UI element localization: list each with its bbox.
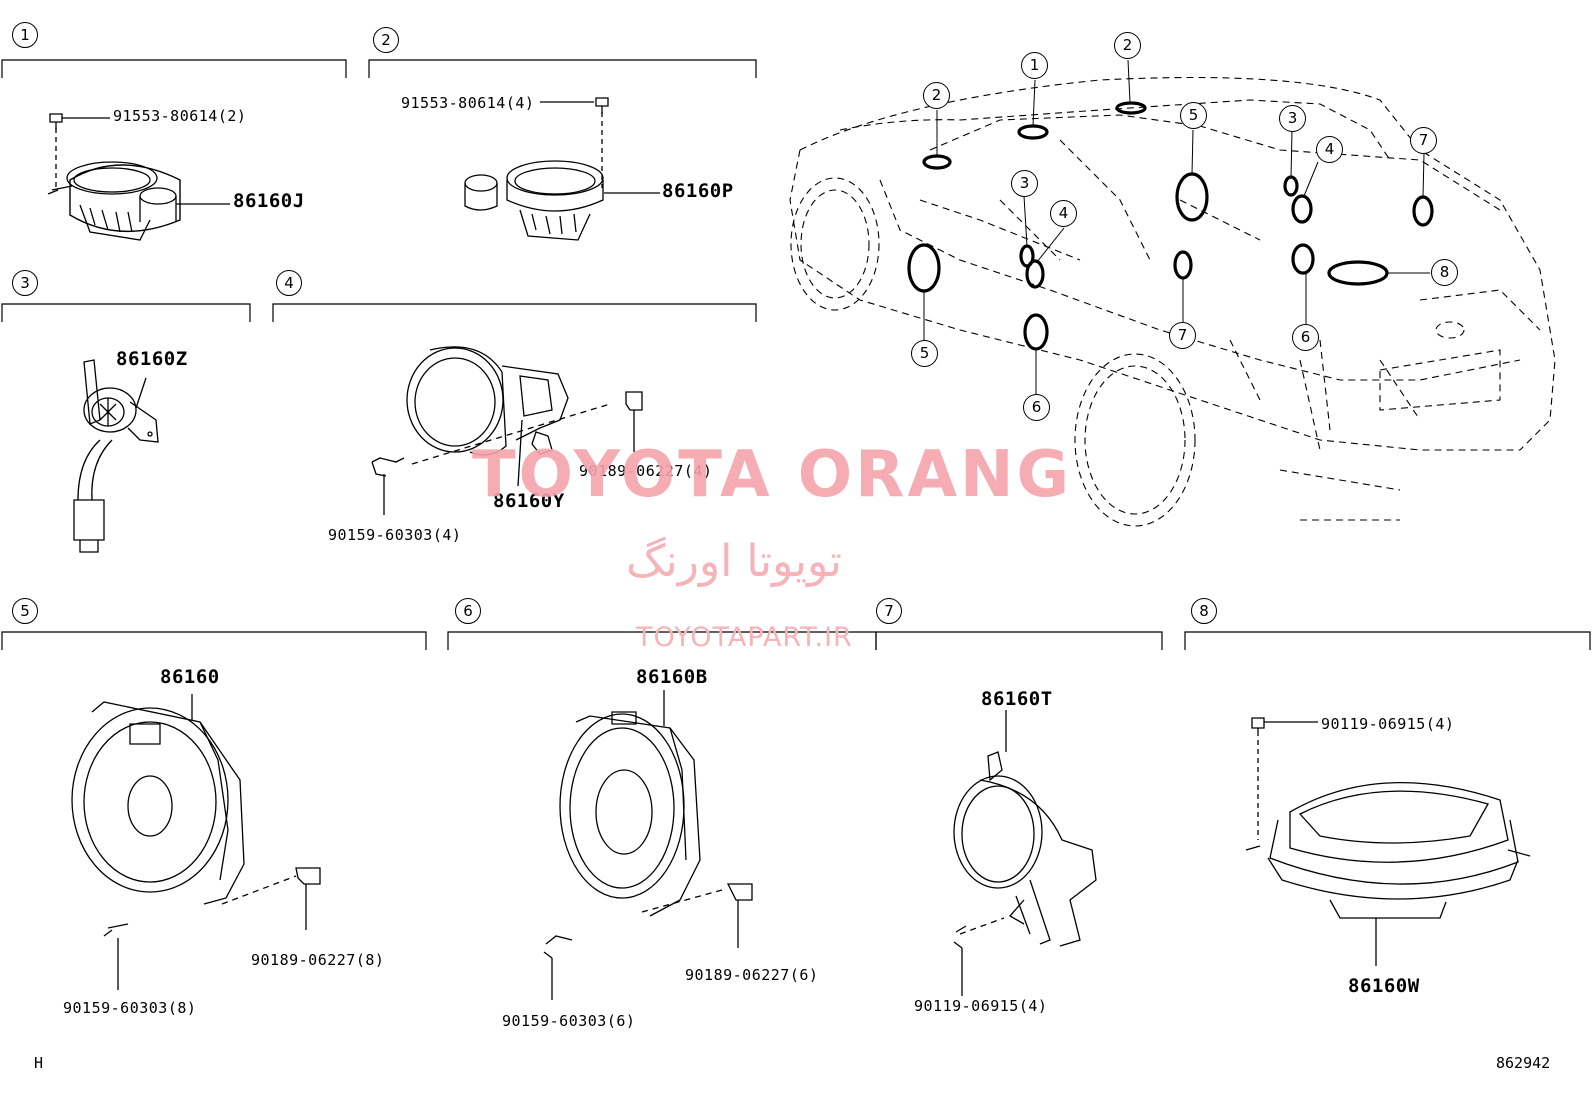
fastener-label-6a: 90189-06227(6) xyxy=(685,966,819,984)
ring-2a xyxy=(922,154,952,170)
fastener-label-6b: 90159-60303(6) xyxy=(502,1012,636,1030)
car-callout-4b: 4 xyxy=(1316,136,1343,163)
footer-right-code: 862942 xyxy=(1496,1054,1551,1072)
car-callout-5b: 5 xyxy=(911,340,938,367)
ring-1 xyxy=(1017,124,1049,140)
fastener-label-4a: 90189-06227(4) xyxy=(579,462,713,480)
car-callout-8: 8 xyxy=(1431,259,1458,286)
ring-6b xyxy=(1291,243,1315,275)
speaker-86160J-drawing xyxy=(47,113,230,241)
speaker-location-rings xyxy=(907,101,1434,351)
speaker-86160P-drawing xyxy=(464,97,660,241)
car-callout-6b: 6 xyxy=(1292,324,1319,351)
ring-3b xyxy=(1283,175,1299,197)
section-bracket-1 xyxy=(1,59,347,78)
fastener-label-5b: 90159-60303(8) xyxy=(63,999,197,1017)
part-label-86160P: 86160P xyxy=(662,180,734,202)
section-bracket-8 xyxy=(1184,631,1591,650)
footer-left-code: H xyxy=(34,1054,44,1072)
fastener-label-5a: 90189-06227(8) xyxy=(251,951,385,969)
section-bracket-3 xyxy=(1,303,251,322)
fastener-label-1: 91553-80614(2) xyxy=(113,107,247,125)
section-bracket-2 xyxy=(368,59,757,78)
section-number-7: 7 xyxy=(876,598,902,624)
part-label-86160: 86160 xyxy=(160,666,220,688)
section-number-8: 8 xyxy=(1191,598,1217,624)
speaker-86160-drawing xyxy=(71,694,321,990)
watermark-url: TOYOTAPART.IR xyxy=(636,622,853,653)
section-number-3: 3 xyxy=(12,270,38,296)
section-number-2: 2 xyxy=(373,27,399,53)
car-callout-4a: 4 xyxy=(1050,200,1077,227)
ring-4b xyxy=(1291,194,1313,224)
car-callout-7b: 7 xyxy=(1410,127,1437,154)
speaker-86160Y-drawing xyxy=(371,346,643,515)
ring-6a xyxy=(1023,313,1049,351)
watermark-brand: TOYOTA ORANG xyxy=(472,438,1073,512)
fastener-label-7: 90119-06915(4) xyxy=(914,997,1048,1015)
part-label-86160T: 86160T xyxy=(981,688,1053,710)
section-bracket-7 xyxy=(875,631,1163,650)
part-label-86160Z: 86160Z xyxy=(116,348,188,370)
speaker-86160B-drawing xyxy=(543,690,753,1000)
section-number-6: 6 xyxy=(455,598,481,624)
fastener-label-2: 91553-80614(4) xyxy=(401,94,535,112)
section-number-4: 4 xyxy=(276,270,302,296)
section-number-5: 5 xyxy=(12,598,38,624)
callout-leaders xyxy=(923,59,1430,394)
car-callout-3a: 3 xyxy=(1011,170,1038,197)
ring-8 xyxy=(1327,260,1389,286)
section-bracket-4 xyxy=(272,303,757,322)
tweeter-86160Z-drawing xyxy=(73,359,159,553)
ring-4a xyxy=(1025,259,1045,289)
section-bracket-5 xyxy=(1,631,427,650)
part-label-86160J: 86160J xyxy=(233,190,305,212)
ring-5b xyxy=(907,243,941,293)
car-callout-6a: 6 xyxy=(1023,394,1050,421)
car-callout-1: 1 xyxy=(1021,52,1048,79)
woofer-86160W-drawing xyxy=(1245,717,1531,966)
part-label-86160Y: 86160Y xyxy=(493,490,565,512)
ring-2b xyxy=(1115,101,1147,115)
car-callout-2a: 2 xyxy=(923,82,950,109)
car-callout-2b: 2 xyxy=(1114,32,1141,59)
fastener-label-8: 90119-06915(4) xyxy=(1321,715,1455,733)
ring-7b xyxy=(1412,195,1434,227)
section-number-1: 1 xyxy=(12,22,38,48)
car-callout-7a: 7 xyxy=(1169,322,1196,349)
part-label-86160W: 86160W xyxy=(1348,975,1420,997)
car-callout-3b: 3 xyxy=(1279,105,1306,132)
car-callout-5a: 5 xyxy=(1180,102,1207,129)
tweeter-86160T-drawing xyxy=(953,710,1097,996)
part-label-86160B: 86160B xyxy=(636,666,708,688)
watermark-persian: تویوتا اورنگ xyxy=(626,536,842,587)
ring-7a xyxy=(1173,250,1193,280)
ring-5a xyxy=(1175,172,1209,222)
fastener-label-4b: 90159-60303(4) xyxy=(328,526,462,544)
